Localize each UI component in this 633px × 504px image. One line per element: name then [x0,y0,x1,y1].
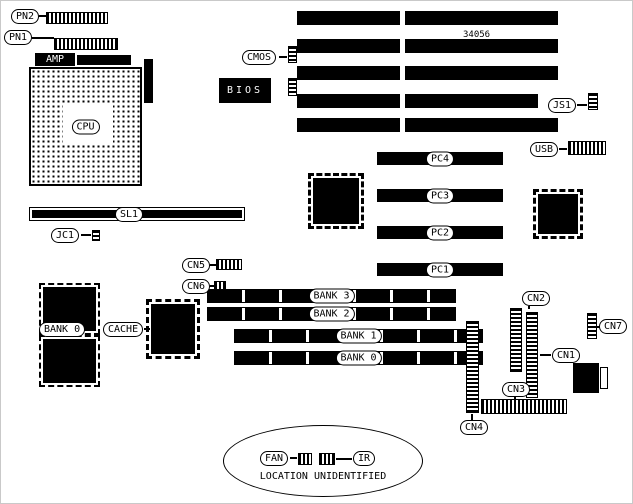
pointer-line [210,264,216,266]
js1-jumper [588,93,598,110]
pointer-line [540,354,551,356]
label-cpu: CPU [71,119,100,134]
label-js1: JS1 [548,98,577,113]
label-pc2: PC2 [425,225,455,240]
label-pn2: PN2 [11,9,40,24]
cmos-jumper [288,46,297,63]
location-note: LOCATION UNIDENTIFIED [259,471,387,482]
label-bank2: BANK 2 [308,306,355,322]
label-cn5: CN5 [182,258,211,273]
part-number-text: 34056 [463,30,491,40]
label-bank0-sram: BANK 0 [39,322,86,337]
isa-slot-segment [297,94,400,108]
pn1-header [54,38,118,50]
label-cn4: CN4 [460,420,489,435]
cpu-socket: CPU [29,67,142,186]
isa-slot-segment [405,11,558,25]
label-bank3: BANK 3 [308,288,355,304]
isa-slot-segment [405,66,558,80]
cache-qfp [146,299,200,359]
pointer-line [528,306,530,309]
socket-side-bar [144,59,153,103]
cn7-header [587,313,597,339]
pointer-line [471,414,473,420]
label-pn1: PN1 [4,30,33,45]
cn5-header [216,259,242,270]
label-cn7: CN7 [599,319,628,334]
pci-slot-pc1: PC1 [377,262,503,277]
isa-slot-segment [297,11,400,25]
pointer-line [39,15,46,17]
sram-chip [39,335,100,387]
label-jc1: JC1 [51,228,80,243]
cn4-header [466,321,479,413]
simm-slot-bank0: BANK 0 [234,350,483,366]
label-bank1: BANK 1 [335,328,382,344]
socket-top-bar [77,55,131,65]
pointer-line [577,104,587,106]
isa-slot-segment [405,39,558,53]
super-io-qfp [533,189,583,239]
pci-slot-pc3: PC3 [377,188,503,203]
label-ir: IR [353,451,376,466]
label-fan: FAN [260,451,289,466]
isa-slot-segment [405,94,538,108]
simm-slot-bank3: BANK 3 [207,288,456,304]
pointer-line [279,56,287,58]
pci-slot-pc4: PC4 [377,151,503,166]
usb-header [568,141,606,155]
isa-slot-segment [297,118,400,132]
label-cn1: CN1 [552,348,581,363]
label-bank0: BANK 0 [335,350,382,366]
bios-side-header [288,78,297,96]
pointer-line [32,37,54,39]
pn2-header [46,12,108,24]
pointer-line [336,458,352,460]
label-pc4: PC4 [425,151,455,166]
connector-block [573,363,599,393]
amp-chip: AMP [35,53,75,66]
bios-chip: BIOS [219,78,271,103]
pci-slot-pc2: PC2 [377,225,503,240]
ir-header [319,453,335,465]
label-cmos: CMOS [242,50,277,65]
isa-slot-segment [405,118,558,132]
label-cn6: CN6 [182,279,211,294]
cn2-header [510,308,522,372]
isa-slot-segment [297,39,400,53]
jc1-jumper [92,230,100,241]
pointer-line [290,457,297,459]
label-cn3: CN3 [502,382,531,397]
pointer-line [514,396,516,399]
label-pc1: PC1 [425,262,455,277]
label-pc3: PC3 [425,188,455,203]
label-sl1: SL1 [115,207,144,222]
pointer-line [144,328,150,330]
simm-slot-bank2: BANK 2 [207,306,456,322]
cn1-header [526,312,538,398]
label-cn2: CN2 [522,291,551,306]
chipset-qfp [308,173,364,229]
label-cache: CACHE [103,322,144,337]
io-bracket [600,367,608,389]
simm-slot-bank1: BANK 1 [234,328,483,344]
fan-header [298,453,312,465]
isa-slot-segment [297,66,400,80]
pointer-line [81,234,91,236]
pointer-line [559,148,567,150]
label-usb: USB [530,142,559,157]
cn3-header [481,399,567,414]
pointer-line [210,285,214,287]
